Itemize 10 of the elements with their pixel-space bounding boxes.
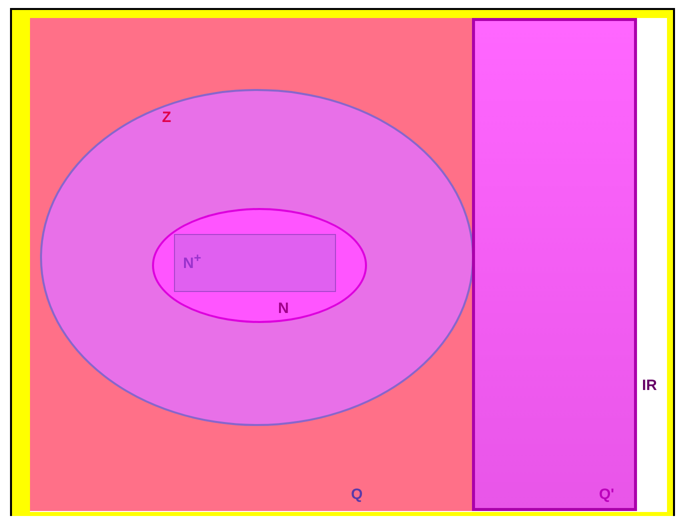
- set-label: N$^{+}$: [183, 250, 202, 272]
- set-label: Z: [162, 110, 172, 126]
- real-numbers-region: [30, 18, 667, 512]
- set-label: IR: [642, 378, 657, 394]
- set-label: N: [278, 301, 289, 317]
- irrationals-region: [472, 18, 637, 511]
- rationals-region: [30, 18, 473, 511]
- positive-naturals-box: [174, 234, 336, 292]
- set-label: Q': [599, 487, 614, 503]
- set-label: Q: [351, 487, 363, 503]
